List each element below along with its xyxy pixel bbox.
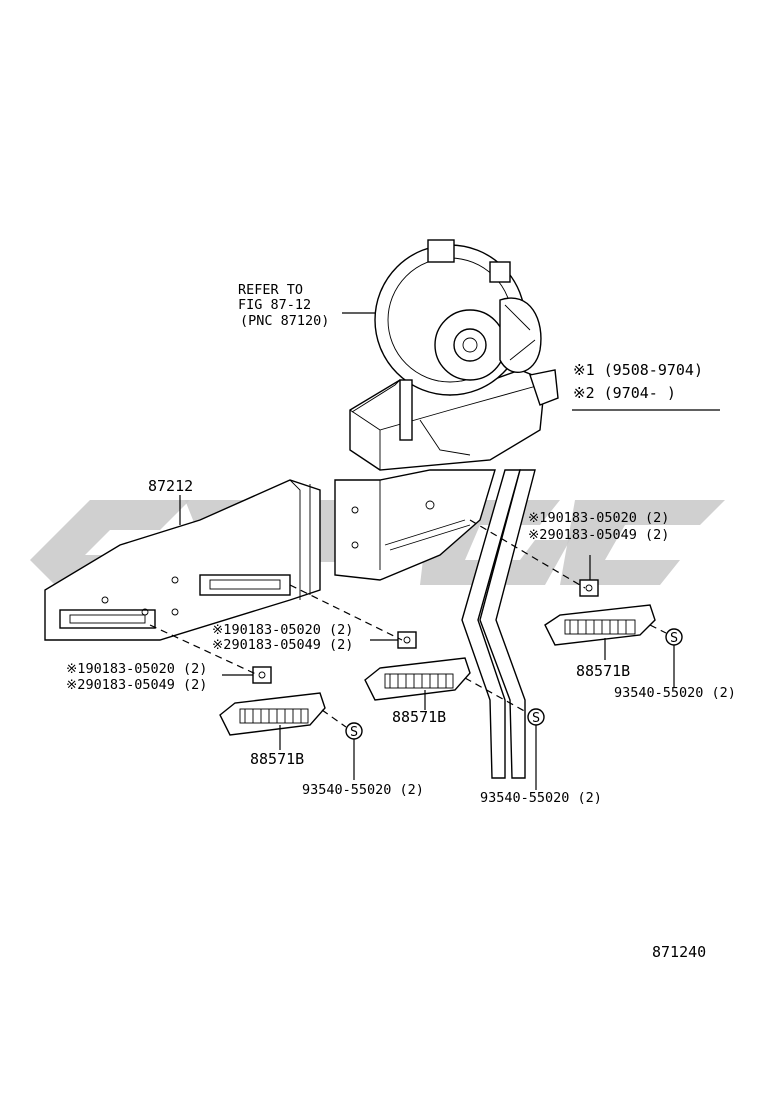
refer-line-3: (PNC 87120) — [240, 313, 329, 329]
legend-1: ※1 (9508-9704) — [573, 361, 703, 379]
clip-right-label-2: ※290183-05049 (2) — [528, 527, 669, 543]
screw-right-symbol: S — [670, 630, 678, 646]
assembly-lines — [149, 519, 667, 728]
legend-2: ※2 (9704- ) — [573, 384, 676, 402]
refer-line-1: REFER TO — [238, 282, 303, 298]
register-mid — [364, 657, 471, 701]
screw-left-symbol: S — [350, 724, 358, 740]
screw-mid-symbol: S — [532, 710, 540, 726]
blower-assembly — [349, 239, 559, 471]
screw-left-label: 93540-55020 (2) — [302, 782, 424, 798]
center-duct — [334, 469, 496, 581]
clip-mid-label-2: ※290183-05049 (2) — [212, 637, 353, 653]
clip-right-label-1: ※190183-05020 (2) — [528, 510, 669, 526]
clip-left-label-1: ※190183-05020 (2) — [66, 661, 207, 677]
clip-mid-label-1: ※190183-05020 (2) — [212, 622, 353, 638]
register-left-label: 88571B — [250, 750, 304, 768]
figure-number: 871240 — [652, 943, 706, 961]
register-right-label: 88571B — [576, 662, 630, 680]
clip-right — [579, 579, 599, 597]
clip-left — [252, 666, 272, 684]
drain-tubes — [461, 469, 536, 779]
screw-mid: S — [527, 708, 545, 726]
leader-lines — [179, 312, 720, 790]
duct-part-number: 87212 — [148, 477, 193, 495]
screw-mid-label: 93540-55020 (2) — [480, 790, 602, 806]
screw-right-label: 93540-55020 (2) — [614, 685, 736, 701]
refer-line-2: FIG 87-12 — [238, 297, 311, 313]
register-left — [219, 692, 326, 736]
screw-left: S — [345, 722, 363, 740]
screw-right: S — [665, 628, 683, 646]
register-mid-label: 88571B — [392, 708, 446, 726]
register-right — [544, 604, 656, 646]
clip-left-label-2: ※290183-05049 (2) — [66, 677, 207, 693]
